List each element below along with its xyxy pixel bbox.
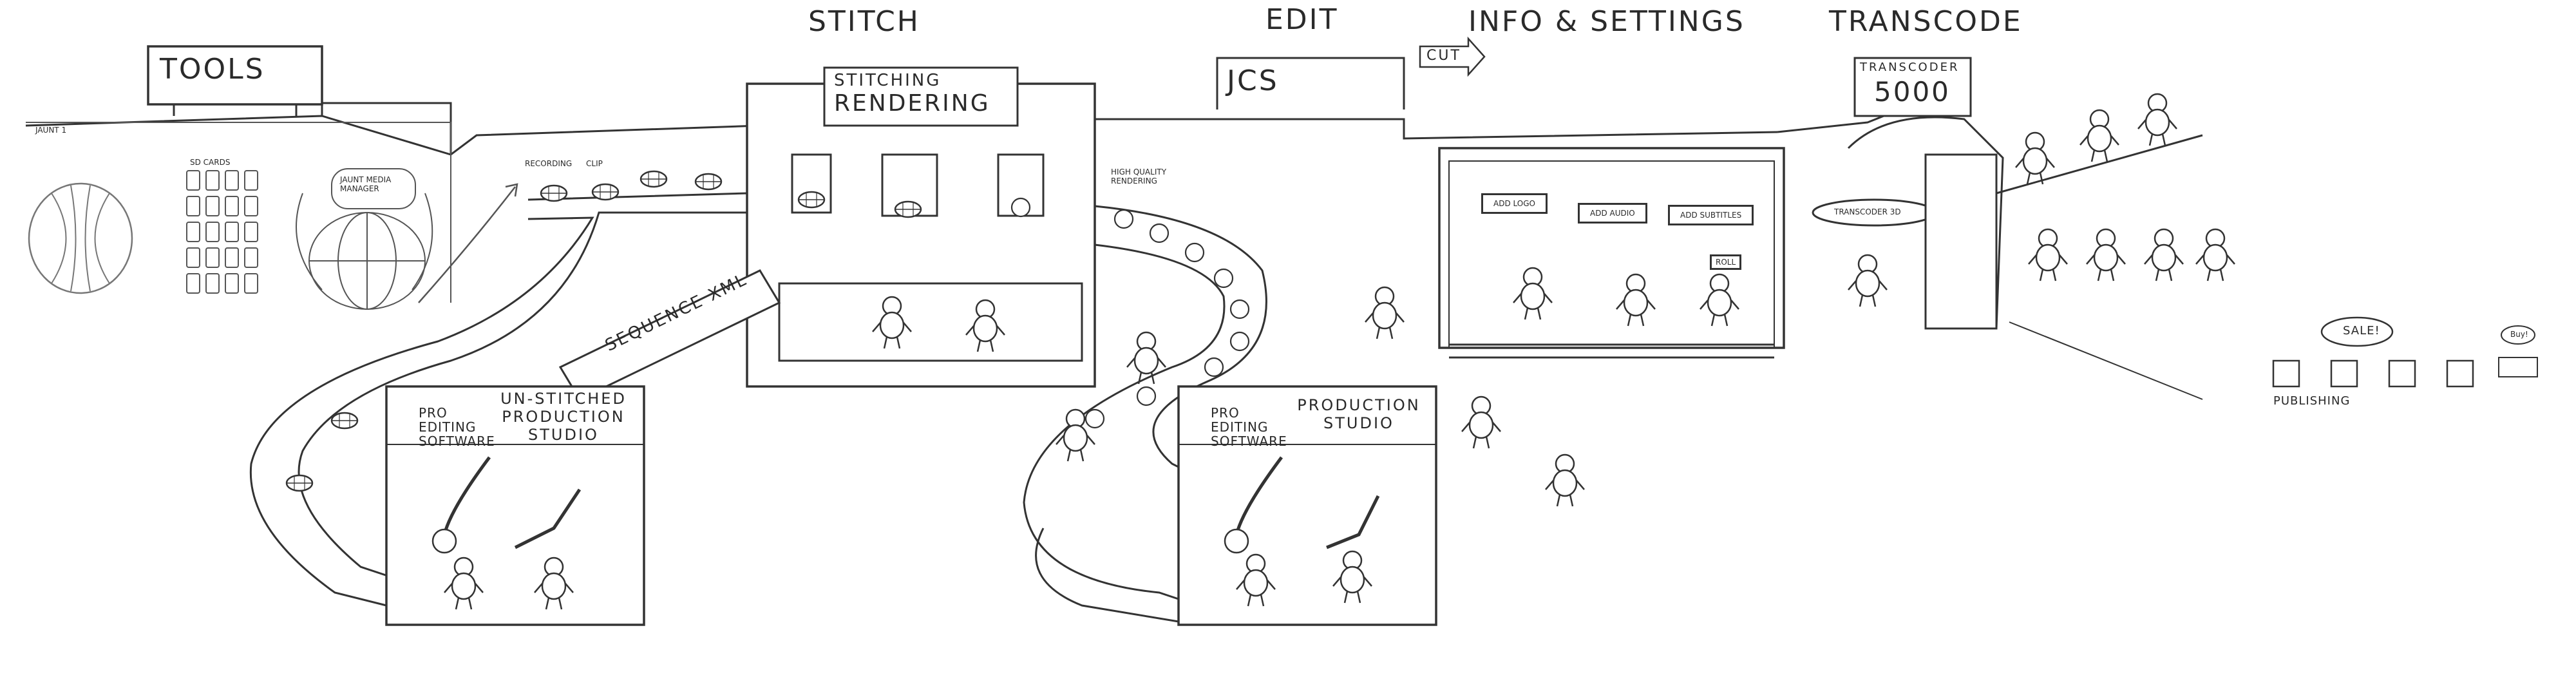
production-studio: [1177, 385, 1437, 626]
content-ball: [1113, 209, 1134, 229]
unstitched-studio: [385, 385, 645, 626]
content-ball: [1136, 386, 1157, 406]
output-robot: [2027, 228, 2069, 282]
camera-icon: [28, 182, 133, 294]
clip-label: CLIP: [586, 159, 603, 168]
transcoder-machine: [1812, 57, 2203, 330]
footage-disc: [285, 474, 314, 492]
tools-sign: [147, 45, 323, 116]
publishing-label: PUBLISHING: [2273, 394, 2351, 408]
transcoder-sign-line2: 5000: [1874, 76, 1951, 108]
middle-conveyor: [1023, 205, 1267, 626]
high-quality-rendering-label: HIGH QUALITY RENDERING: [1111, 167, 1167, 186]
sale-sign-label: SALE!: [2343, 324, 2380, 338]
content-ball: [1149, 223, 1170, 243]
output-robot: [2143, 228, 2184, 282]
jcs-sign-label: JCS: [1227, 64, 1279, 97]
production-side-label: PRO EDITING SOFTWARE: [1211, 405, 1287, 449]
content-ball: [1229, 299, 1250, 319]
content-ball: [1229, 331, 1250, 352]
output-robot: [2085, 228, 2126, 282]
walking-robot: [1461, 395, 1502, 450]
output-robot: [2014, 131, 2056, 186]
transcoder-robot: [1847, 254, 1888, 308]
footage-disc: [591, 183, 620, 201]
footage-disc: [694, 173, 723, 191]
stitched-disc: [894, 200, 922, 218]
section-label-edit: EDIT: [1265, 3, 1339, 36]
footage-disc: [540, 184, 568, 202]
add-logo-sign: ADD LOGO: [1481, 193, 1548, 214]
sd-cards-label: SD CARDS: [190, 158, 231, 167]
recording-label: RECORDING: [525, 159, 573, 168]
add-subtitles-sign: ADD SUBTITLES: [1668, 205, 1754, 225]
robot-speech-bubble: Buy!: [2510, 330, 2528, 339]
output-robot: [2137, 93, 2178, 147]
stitched-ball: [1010, 197, 1031, 218]
walking-robot: [1544, 453, 1586, 508]
cut-label: CUT: [1426, 48, 1461, 64]
roll-sign: ROLL: [1710, 254, 1742, 270]
media-manager-label: JAUNT MEDIA MANAGER: [340, 175, 392, 193]
section-label-tools: TOOLS: [160, 53, 265, 86]
unstitched-side-label: PRO EDITING SOFTWARE: [419, 405, 495, 449]
section-label-stitch: STITCH: [808, 5, 920, 38]
camera-label: JAUNT 1: [35, 126, 67, 135]
footage-disc: [330, 412, 359, 430]
walking-robot: [1364, 286, 1405, 340]
info-building: [1438, 147, 1785, 359]
stitching-sign-line2: RENDERING: [834, 90, 990, 117]
walking-robot: [1126, 331, 1167, 385]
section-label-transcode: TRANSCODE: [1829, 5, 2023, 38]
add-audio-sign: ADD AUDIO: [1578, 203, 1647, 224]
stitching-sign-line1: STITCHING: [834, 71, 942, 90]
footage-disc: [639, 170, 668, 188]
unstitched-studio-title: UN-STITCHED PRODUCTION STUDIO: [500, 390, 627, 444]
section-label-info-settings: INFO & SETTINGS: [1468, 5, 1745, 38]
content-ball: [1084, 408, 1105, 429]
content-ball: [1184, 242, 1205, 263]
media-manager-icon: [296, 168, 433, 310]
jcs-sign: [1216, 57, 1405, 109]
sd-cards-icon: [186, 170, 258, 294]
production-studio-title: PRODUCTION STUDIO: [1297, 396, 1421, 432]
output-robot: [2079, 109, 2120, 163]
left-conveyor: [249, 192, 755, 607]
stitch-building: [746, 66, 1096, 388]
content-ball: [1204, 357, 1224, 377]
publishing-area: [2272, 316, 2538, 388]
transcoder-platform-label: TRANSCODER 3D: [1834, 207, 1901, 216]
transcoder-sign-line1: TRANSCODER: [1860, 61, 1960, 74]
content-ball: [1213, 268, 1234, 289]
tools-wall: [26, 122, 451, 303]
stitched-disc: [797, 191, 826, 209]
tools-arrow: [418, 186, 516, 303]
output-robot: [2195, 228, 2236, 282]
cut-arrow: [1419, 36, 1486, 77]
